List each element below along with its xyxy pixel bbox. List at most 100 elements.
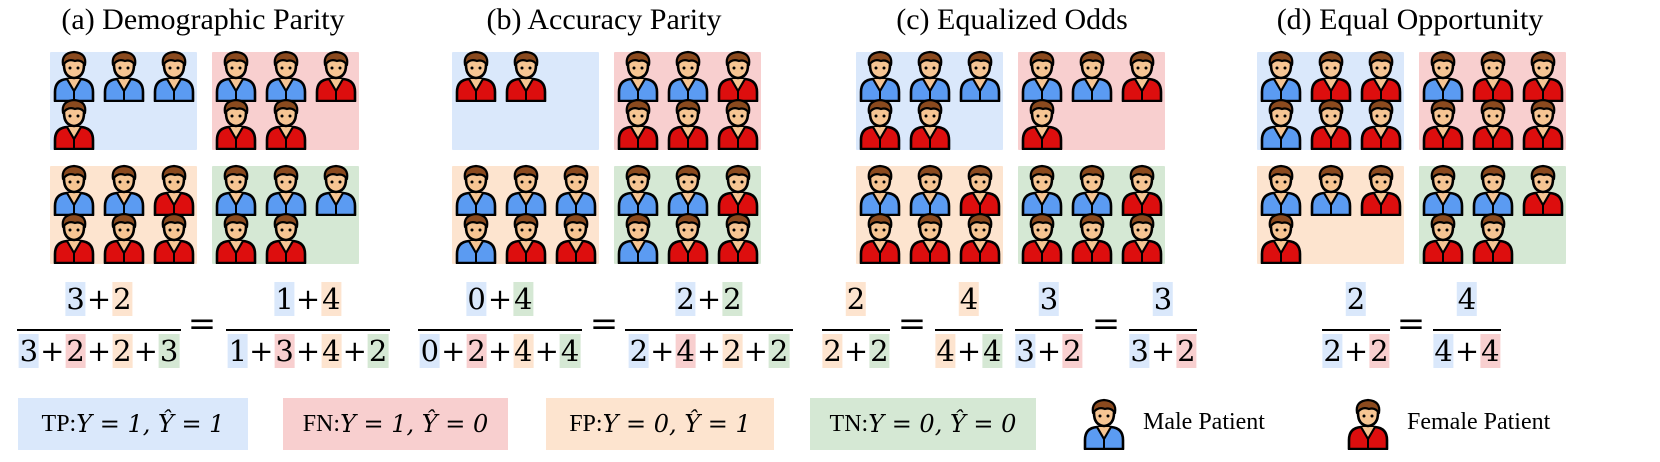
equals-sign: =	[1091, 304, 1121, 344]
fraction-bar	[625, 329, 793, 331]
female-patient-icon	[1421, 212, 1465, 264]
plus-sign: +	[487, 334, 513, 368]
legend-tp: TP: Y = 1, Ŷ = 1	[18, 398, 248, 450]
term-tn: 4	[513, 282, 534, 316]
legend-fp-expr: Y = 0, Ŷ = 1	[602, 410, 751, 438]
female-patient-icon	[1259, 212, 1303, 264]
plus-sign: +	[743, 334, 768, 368]
term-fn: 2	[1369, 334, 1390, 368]
term-fn: 2	[1176, 334, 1197, 368]
male-patient-icon	[504, 164, 548, 216]
male-patient-icon	[454, 164, 498, 216]
male-patient-icon	[214, 50, 258, 102]
numerator: 2+2	[675, 282, 743, 316]
term-fp: 4	[513, 334, 534, 368]
term-tp: 3	[65, 282, 86, 316]
term-fn: 2	[466, 334, 487, 368]
numerator: 3	[1152, 282, 1174, 316]
term-fp: 4	[321, 334, 342, 368]
fraction-bar	[1322, 329, 1390, 331]
legend-fp: FP: Y = 0, Ŷ = 1	[546, 398, 774, 450]
male-patient-icon	[1259, 50, 1303, 102]
numerator: 3+2	[65, 282, 133, 316]
numerator: 1+4	[274, 282, 342, 316]
term-tn: 2	[367, 334, 389, 368]
term-tp: 3	[1015, 334, 1036, 368]
legend-tn: TN: Y = 0, Ŷ = 0	[810, 398, 1036, 450]
term-tp: 0	[466, 282, 487, 316]
term-fp: 4	[935, 334, 956, 368]
male-patient-icon	[264, 50, 308, 102]
female-patient-icon	[152, 164, 196, 216]
term-tn: 2	[722, 282, 743, 316]
term-fp: 4	[958, 282, 980, 316]
female-patient-icon	[214, 212, 258, 264]
equals-sign: =	[1396, 304, 1426, 344]
male-patient-icon	[1309, 164, 1353, 216]
female-patient-icon	[1309, 98, 1353, 150]
term-fp: 4	[321, 282, 342, 316]
plus-sign: +	[1150, 334, 1176, 368]
female-patient-icon	[1120, 212, 1164, 264]
female-patient-icon	[1120, 164, 1164, 216]
legend-fp-prefix: FP:	[569, 410, 603, 437]
fraction-bar	[418, 329, 582, 331]
term-tp: 1	[274, 282, 295, 316]
legend-fn: FN: Y = 1, Ŷ = 0	[283, 398, 508, 450]
female-patient-icon	[52, 212, 96, 264]
female-patient-icon	[1120, 50, 1164, 102]
term-tn: 4	[559, 334, 581, 368]
male-patient-icon	[1259, 98, 1303, 150]
female-patient-icon	[1346, 398, 1390, 450]
male-patient-icon	[908, 50, 952, 102]
term-fp: 2	[822, 334, 843, 368]
term-fp: 2	[722, 334, 743, 368]
female-patient-icon	[1521, 164, 1565, 216]
legend-tn-prefix: TN:	[829, 410, 869, 437]
male-patient-icon	[1421, 50, 1465, 102]
equals-sign: =	[187, 304, 217, 344]
plus-sign: +	[249, 334, 274, 368]
fraction-bar	[1015, 329, 1083, 331]
female-patient-icon	[1070, 212, 1114, 264]
female-patient-icon	[102, 212, 146, 264]
female-patient-icon	[1471, 50, 1515, 102]
plus-sign: +	[696, 334, 722, 368]
male-patient-icon	[102, 50, 146, 102]
male-patient-icon	[1082, 398, 1126, 450]
panel-title-a: (a) Demographic Parity	[61, 3, 345, 36]
term-fn: 4	[675, 334, 696, 368]
plus-sign: +	[441, 334, 466, 368]
female-patient-icon	[1020, 98, 1064, 150]
denominator: 0+2+4+4	[419, 334, 581, 368]
female-patient-icon	[716, 50, 760, 102]
plus-sign: +	[1343, 334, 1369, 368]
panel-title-d: (d) Equal Opportunity	[1276, 3, 1544, 36]
term-tp: 3	[1038, 282, 1060, 316]
fraction-bar	[1129, 329, 1197, 331]
female-patient-icon	[716, 164, 760, 216]
numerator: 3	[1038, 282, 1060, 316]
male-patient-icon	[958, 50, 1002, 102]
male-patient-icon	[314, 164, 358, 216]
term-tn: 4	[982, 334, 1003, 368]
term-fp: 2	[112, 282, 133, 316]
female-patient-icon	[666, 98, 710, 150]
fraction-bar	[226, 329, 390, 331]
numerator: 2	[1345, 282, 1367, 316]
legend-female-label: Female Patient	[1407, 409, 1551, 435]
term-tn: 2	[768, 334, 790, 368]
denominator: 1+3+4+2	[227, 334, 389, 368]
term-tp: 3	[1129, 334, 1150, 368]
female-patient-icon	[264, 98, 308, 150]
female-patient-icon	[908, 98, 952, 150]
denominator: 4+4	[935, 334, 1003, 368]
fraction-bar	[822, 329, 890, 331]
male-patient-icon	[1471, 164, 1515, 216]
male-patient-icon	[1259, 164, 1303, 216]
term-tp: 2	[1322, 334, 1343, 368]
male-patient-icon	[1020, 164, 1064, 216]
term-tn: 2	[869, 334, 890, 368]
